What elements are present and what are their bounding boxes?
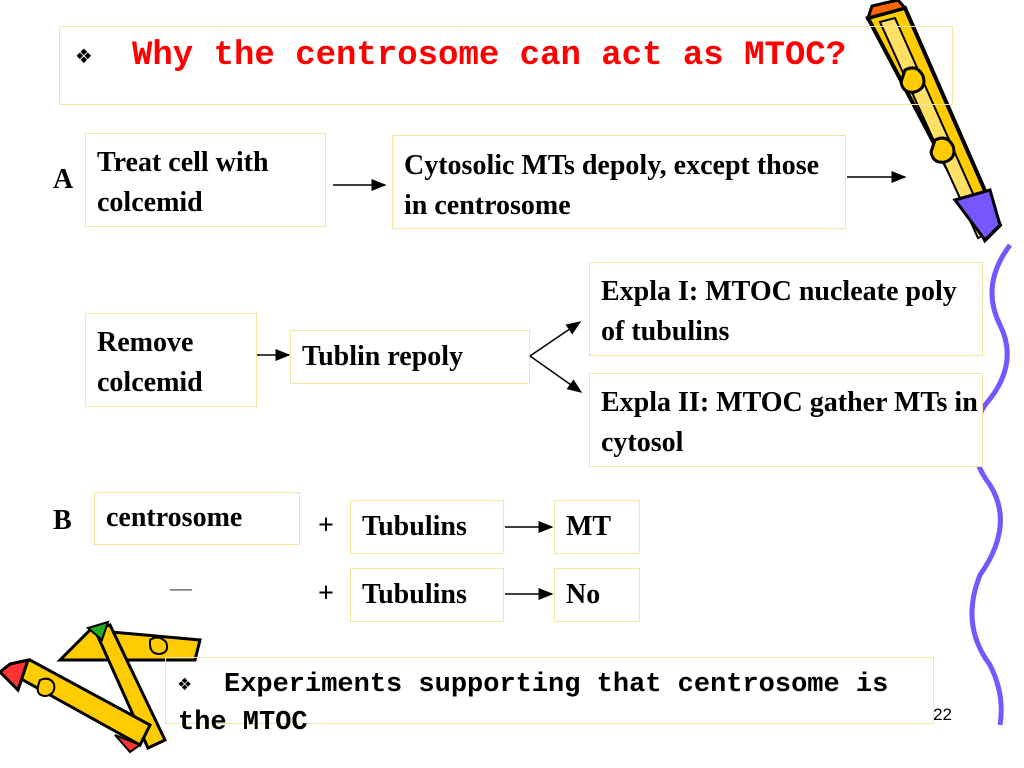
plus-sign-1: + — [318, 510, 334, 541]
step-depoly-box: Cytosolic MTs depoly, except those in ce… — [392, 135, 846, 229]
step-remove-box: Remove colcemid — [85, 313, 257, 407]
pencil-icon — [865, 0, 1003, 244]
section-a-label: A — [53, 164, 74, 195]
explanation-2-text: Expla II: MTOC gather MTs in cytosol — [601, 387, 978, 458]
step-treat-text: Treat cell with colcemid — [97, 147, 269, 218]
centrosome-box: centrosome — [94, 492, 300, 545]
caption-text: Experiments supporting that centrosome i… — [178, 670, 889, 738]
tubulins-box-2: Tubulins — [350, 568, 504, 622]
step-depoly-text: Cytosolic MTs depoly, except those in ce… — [404, 150, 820, 221]
tubulins-box-1: Tubulins — [350, 500, 504, 554]
centrosome-text: centrosome — [106, 502, 243, 533]
explanation-2-box: Expla II: MTOC gather MTs in cytosol — [589, 373, 983, 467]
page-number: 22 — [933, 705, 952, 724]
explanation-1-box: Expla I: MTOC nucleate poly of tubulins — [589, 262, 983, 356]
explanation-1-text: Expla I: MTOC nucleate poly of tubulins — [601, 276, 957, 347]
step-repoly-box: Tublin repoly — [290, 330, 530, 384]
title-text: Why the centrosome can act as MTOC? — [132, 37, 847, 75]
caption: ❖Experiments supporting that centrosome … — [178, 666, 918, 742]
section-b-label: B — [53, 505, 72, 536]
pencil-icon — [0, 620, 202, 754]
arrow-repoly-to-expl2 — [529, 355, 583, 393]
minus-sign: — — [170, 575, 192, 600]
diamond-bullet-icon: ❖ — [178, 672, 192, 697]
result-no-text: No — [566, 579, 601, 610]
step-remove-text: Remove colcemid — [97, 327, 203, 398]
result-no-box: No — [554, 568, 640, 622]
slide-title: ❖ Why the centrosome can act as MTOC? — [76, 34, 896, 78]
result-mt-text: MT — [566, 511, 612, 542]
diamond-bullet-icon: ❖ — [76, 41, 92, 71]
arrow-repoly-to-expl1 — [529, 321, 582, 357]
plus-sign-2: + — [318, 578, 334, 609]
caption-box — [165, 657, 934, 724]
tubulins-text-1: Tubulins — [362, 511, 467, 542]
step-treat-box: Treat cell with colcemid — [85, 133, 326, 227]
step-repoly-text: Tublin repoly — [302, 341, 464, 372]
tubulins-text-2: Tubulins — [362, 579, 467, 610]
title-box — [59, 26, 953, 105]
scribble-line — [969, 243, 1013, 726]
result-mt-box: MT — [554, 500, 640, 554]
